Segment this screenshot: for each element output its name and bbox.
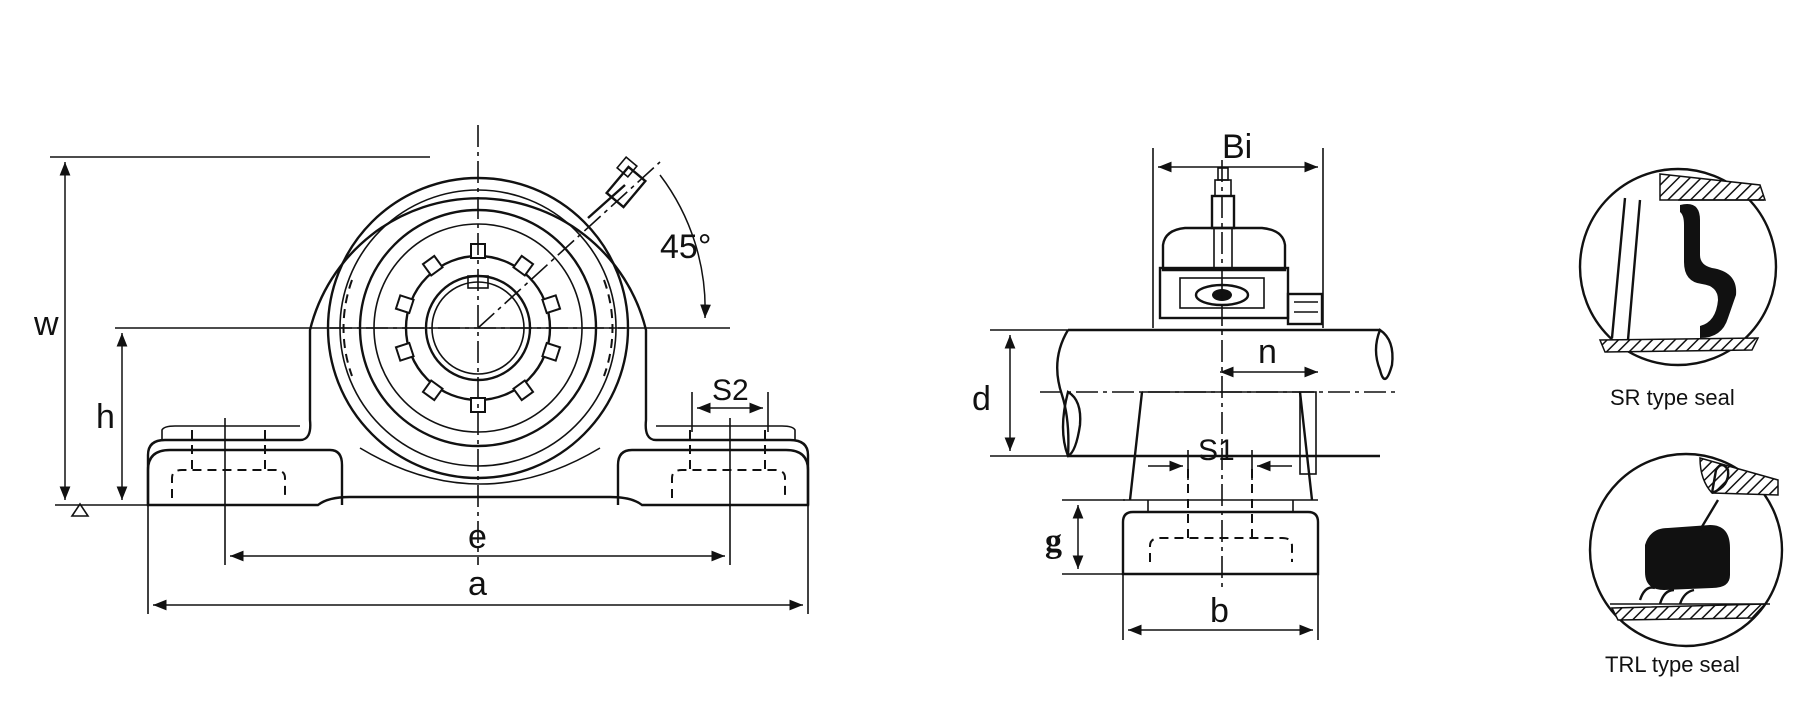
tooth [512, 379, 535, 402]
tooth [541, 341, 562, 362]
g-label: g [1045, 523, 1062, 560]
bi-label: Bi [1222, 128, 1252, 166]
housing-outline [146, 197, 810, 507]
sr-caption: SR type seal [1610, 385, 1735, 410]
trl-caption: TRL type seal [1605, 652, 1740, 677]
a-label: a [468, 565, 487, 603]
pedestal-body [1128, 391, 1314, 501]
n-label: n [1258, 333, 1277, 371]
tooth [421, 254, 444, 277]
trl-seal-detail: TRL type seal [1588, 452, 1784, 677]
h-label: h [96, 398, 115, 436]
angle-label: 45° [660, 228, 711, 266]
left-foot [146, 448, 344, 505]
tooth [394, 294, 415, 315]
front-view: w h e a S2 45° [33, 125, 810, 614]
e-label: e [468, 518, 487, 556]
angle-arc [659, 174, 711, 319]
grease-fitting [1210, 167, 1236, 271]
tooth [541, 294, 562, 315]
locking-collar [1286, 292, 1324, 326]
b-label: b [1210, 592, 1229, 630]
d-label: d [972, 380, 991, 418]
s1-label: S1 [1198, 434, 1235, 467]
tooth [512, 254, 535, 277]
left-bolt-hole [171, 469, 286, 498]
tooth [394, 341, 415, 362]
w-label: w [33, 305, 59, 343]
bearing-cap [1161, 226, 1287, 272]
side-view: Bi d n [972, 128, 1400, 640]
shaft [1068, 328, 1380, 458]
s2-label: S2 [712, 374, 749, 407]
right-bolt-hole [671, 469, 786, 498]
right-foot [616, 448, 810, 505]
pedestal-base [1121, 510, 1320, 576]
locking-teeth [394, 243, 562, 413]
tooth [421, 379, 444, 402]
sr-seal-detail: SR type seal [1578, 167, 1778, 410]
grease-nipple [587, 156, 648, 219]
